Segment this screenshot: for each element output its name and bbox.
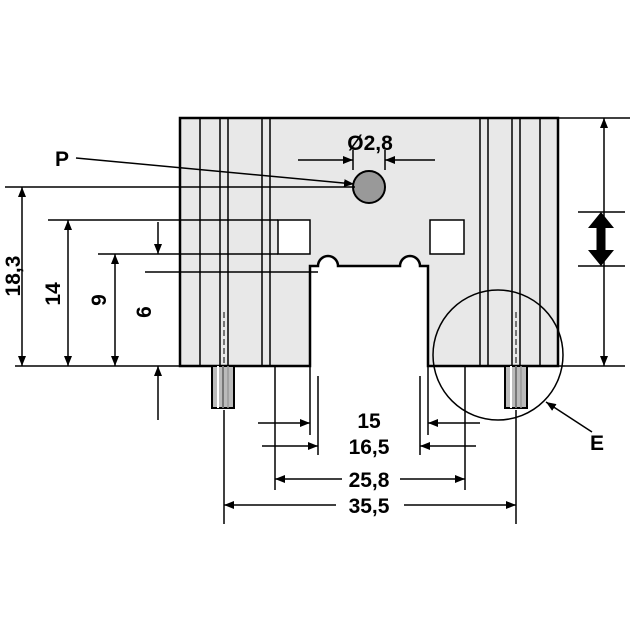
dim-15: 15 [357, 410, 381, 433]
leader-p [75, 157, 355, 188]
right-square-window [429, 219, 465, 255]
dim-18-3: 18,3 [2, 256, 25, 297]
dim-35-5: 35,5 [349, 495, 390, 518]
dim-6: 6 [133, 306, 156, 318]
mounting-hole [352, 170, 386, 204]
right-dimensions [558, 117, 630, 366]
leader-e [545, 401, 593, 433]
dim-16-5: 16,5 [349, 436, 390, 459]
vertical-dimensions [5, 186, 355, 420]
dim-25-8: 25,8 [349, 469, 390, 492]
heatsink-body [178, 116, 560, 368]
dim-9: 9 [88, 294, 111, 306]
solder-pins [211, 365, 528, 409]
label-p: P [55, 148, 69, 171]
label-diameter: Ø2,8 [347, 132, 393, 155]
detail-circle [432, 289, 564, 421]
left-square-window [277, 219, 311, 255]
label-e: E [590, 432, 604, 455]
dim-14: 14 [42, 282, 65, 306]
horizontal-dimensions [223, 366, 517, 524]
diameter-dimension [298, 150, 435, 170]
